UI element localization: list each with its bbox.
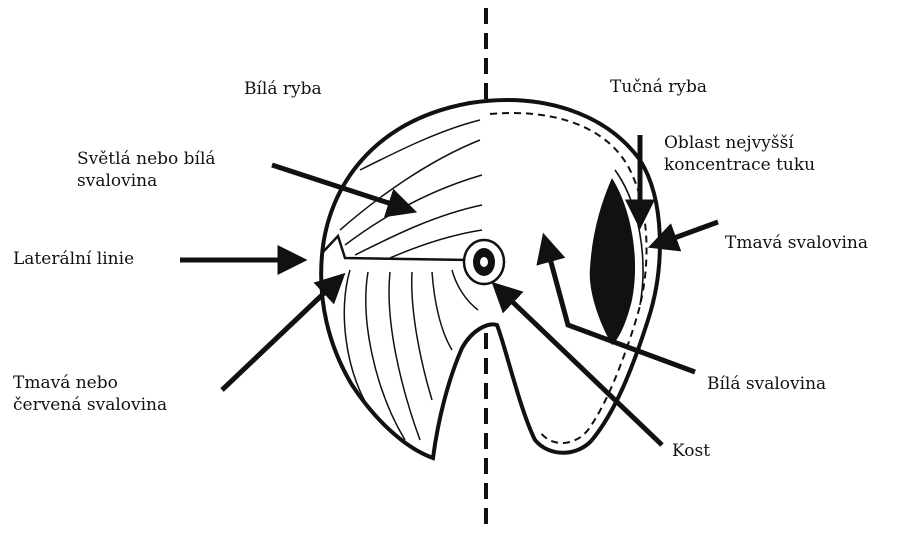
- label-highest-fat-line2: koncentrace tuku: [664, 154, 815, 176]
- header-fatty-fish-text: Tučná ryba: [610, 77, 707, 97]
- header-white-fish-text: Bílá ryba: [244, 79, 322, 99]
- label-dark-muscle: Tmavá svalovina: [725, 232, 868, 254]
- label-bone: Kost: [672, 440, 710, 462]
- label-white-muscle: Bílá svalovina: [707, 373, 826, 395]
- label-dark-red-muscle-line2: červená svalovina: [13, 394, 167, 416]
- label-light-muscle-line2: svalovina: [77, 170, 216, 192]
- arrow-dark-red-muscle: [222, 278, 340, 390]
- label-highest-fat-line1: Oblast nejvyšší: [664, 132, 815, 154]
- label-white-muscle-text: Bílá svalovina: [707, 374, 826, 394]
- label-lateral-line: Laterální linie: [13, 248, 134, 270]
- label-lateral-line-text: Laterální linie: [13, 249, 134, 269]
- arrow-dark-muscle: [655, 222, 718, 245]
- label-dark-red-muscle: Tmavá nebo červená svalovina: [13, 372, 167, 416]
- header-fatty-fish: Tučná ryba: [610, 76, 707, 98]
- header-white-fish: Bílá ryba: [244, 78, 322, 100]
- label-highest-fat: Oblast nejvyšší koncentrace tuku: [664, 132, 815, 176]
- label-light-muscle-line1: Světlá nebo bílá: [77, 148, 216, 170]
- bone-core: [480, 257, 488, 267]
- label-bone-text: Kost: [672, 441, 710, 461]
- label-light-muscle: Světlá nebo bílá svalovina: [77, 148, 216, 192]
- label-dark-red-muscle-line1: Tmavá nebo: [13, 372, 167, 394]
- label-dark-muscle-text: Tmavá svalovina: [725, 233, 868, 253]
